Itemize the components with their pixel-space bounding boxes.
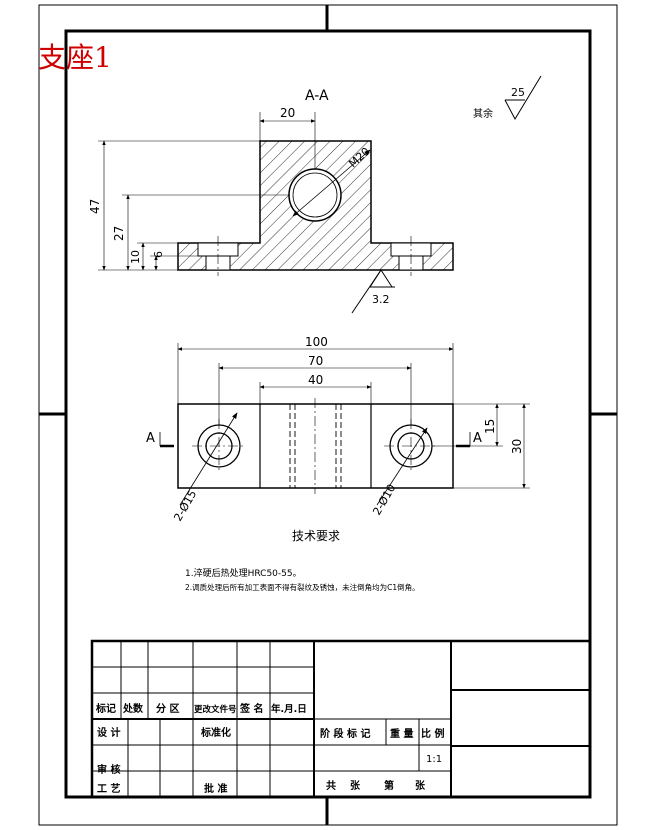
tech-heading: 技术要求 — [292, 529, 340, 543]
roughness-other-label: 其余 — [473, 107, 493, 120]
front-view: M20 20 47 27 10 6 3.2 — [88, 106, 454, 314]
tb-approve: 批 准 — [204, 782, 227, 795]
roughness-other-icon — [504, 75, 542, 121]
tb-design: 设 计 — [97, 726, 120, 739]
dim-20: 20 — [280, 106, 295, 120]
tb-page: 第 — [384, 779, 394, 792]
roughness-bottom-value: 3.2 — [372, 293, 390, 306]
dim-100: 100 — [305, 335, 328, 349]
dim-47: 47 — [88, 199, 102, 214]
tb-weight: 重 量 — [390, 727, 413, 740]
roughness-other-value: 25 — [511, 86, 525, 99]
dim-30: 30 — [510, 439, 524, 454]
tb-sheet2: 张 — [415, 779, 426, 792]
title-block: 标记 处数 分 区 更改文件号 签 名 年.月.日 设 计 标准化 审 核 工 … — [90, 639, 592, 799]
dim-hole-small: 2-Ø15 — [171, 488, 199, 524]
section-mark-right: A — [473, 431, 482, 446]
tb-scale: 比 例 — [421, 727, 444, 740]
tb-stage: 阶 段 标 记 — [320, 727, 370, 740]
dim-15: 15 — [483, 419, 497, 434]
section-label: A-A — [305, 88, 329, 104]
section-mark-left: A — [146, 431, 155, 446]
dim-6: 6 — [152, 251, 165, 258]
dim-27: 27 — [112, 226, 126, 241]
tb-date: 年.月.日 — [271, 703, 307, 715]
tech-line-1: 1.淬硬后热处理HRC50-55。 — [185, 567, 302, 579]
roughness-bottom-icon — [351, 269, 395, 314]
dim-40: 40 — [308, 373, 323, 387]
page-title: 支座1 — [38, 41, 112, 74]
tb-standard: 标准化 — [200, 726, 231, 739]
tb-total: 共 — [326, 779, 336, 792]
tb-mark: 标记 — [95, 702, 116, 715]
dim-10: 10 — [129, 250, 142, 264]
dim-hole-large: 2-Ø10 — [370, 482, 398, 518]
tech-line-2: 2.调质处理后所有加工表面不得有裂纹及锈蚀，未注倒角均为C1倒角。 — [185, 582, 420, 592]
tb-scale-value: 1:1 — [426, 754, 442, 765]
tb-sign: 签 名 — [239, 702, 263, 715]
tb-count: 处数 — [122, 702, 144, 715]
top-view: 2-Ø15 2-Ø10 100 70 40 15 30 A — [146, 335, 530, 524]
tb-zone: 分 区 — [156, 702, 179, 715]
tb-docno: 更改文件号 — [194, 704, 237, 715]
outer-border — [38, 4, 618, 826]
tb-sheets: 张 — [350, 779, 361, 792]
center-marks — [39, 5, 617, 825]
tb-review: 审 核 — [97, 763, 120, 776]
dim-70: 70 — [308, 354, 323, 368]
tb-process: 工 艺 — [97, 782, 120, 795]
